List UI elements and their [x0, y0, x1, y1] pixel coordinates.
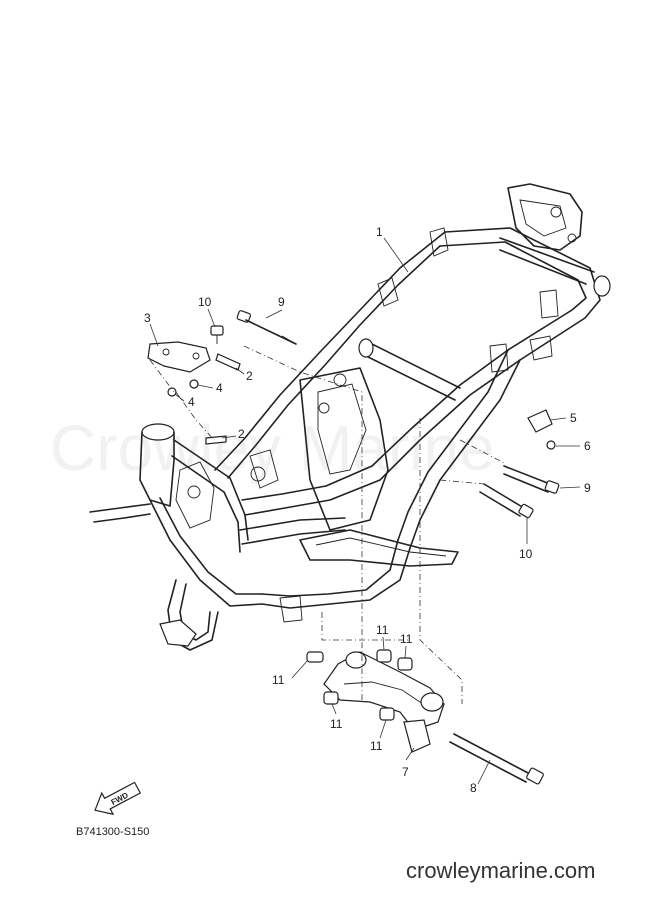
callout-6: 6: [584, 439, 591, 453]
clip-part-5: [527, 409, 553, 433]
callout-9-left: 9: [278, 295, 285, 309]
nut-part-4-upper: [189, 379, 199, 389]
callout-4-lower: 4: [188, 395, 195, 409]
nut-part-4-lower: [167, 387, 177, 397]
bolt-part-8: [449, 733, 544, 785]
callout-10-right: 10: [519, 547, 533, 561]
bolt-part-6: [546, 440, 556, 450]
callout-5: 5: [570, 411, 577, 425]
callout-11-middle: 11: [330, 717, 343, 731]
callout-8: 8: [470, 781, 477, 795]
bushing-part-11-left: [306, 651, 324, 663]
bolt-part-9-left: [236, 310, 297, 345]
leader-lines: [149, 237, 581, 785]
callout-9-right: 9: [584, 481, 591, 495]
callout-11-bottom: 11: [370, 739, 383, 753]
callout-4-upper: 4: [216, 381, 223, 395]
collar-part-2-upper: [215, 353, 241, 371]
bushing-part-11-top: [376, 649, 392, 663]
main-frame: [89, 183, 611, 651]
callout-1: 1: [376, 225, 383, 239]
bushing-part-11-middle: [323, 691, 339, 705]
website-link[interactable]: crowleymarine.com: [406, 858, 596, 883]
callout-7: 7: [402, 765, 409, 779]
bolt-part-9-right: [503, 465, 560, 494]
bracket-part-3: [147, 341, 211, 373]
callout-10-left: 10: [198, 295, 212, 309]
fwd-arrow-icon: FWD: [94, 781, 142, 816]
callout-3: 3: [144, 311, 151, 325]
bushing-part-11-top-right: [397, 657, 413, 671]
bolt-part-10-left: [210, 325, 224, 344]
callout-2-lower: 2: [238, 427, 245, 441]
collar-part-2-lower: [205, 435, 227, 445]
diagram-code: B741300-S150: [76, 826, 150, 838]
bushing-part-11-bottom: [379, 707, 395, 721]
assembly-lines: [149, 345, 507, 704]
callout-11-top-right: 11: [400, 632, 413, 646]
callout-11-top: 11: [376, 623, 389, 637]
callout-11-left: 11: [272, 673, 285, 687]
engine-link-part-7: [323, 651, 445, 753]
callout-2-upper: 2: [246, 369, 253, 383]
bolt-part-10-right: [479, 483, 534, 519]
